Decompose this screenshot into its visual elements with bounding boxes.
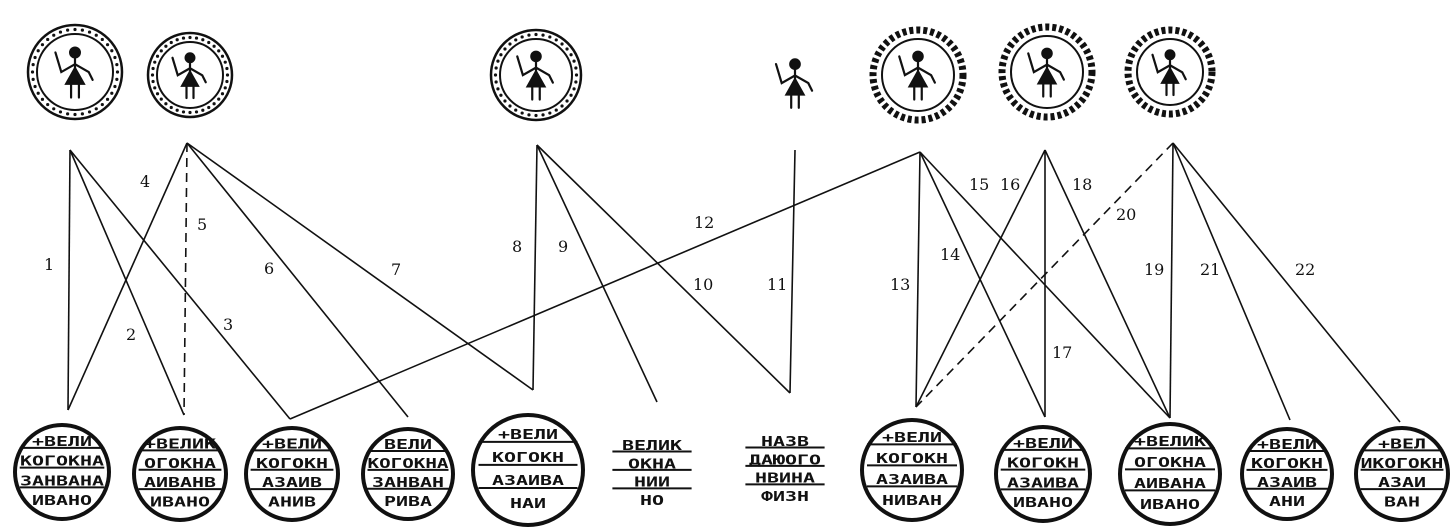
connection-label-5: 5 <box>197 215 207 234</box>
connection-line-9 <box>537 145 657 402</box>
connection-label-1: 1 <box>44 255 54 274</box>
seal-legend-line: НИВАН <box>882 494 942 509</box>
connection-line-4 <box>68 143 187 410</box>
seal-legend-line: АНИ <box>1269 495 1305 510</box>
seal-legend-line: ФИЗН <box>761 490 809 505</box>
seal-legend-line: КОГОКН <box>492 451 564 466</box>
top-seal-t4 <box>776 59 812 107</box>
top-seal-row <box>28 25 1212 120</box>
bottom-seal-b5: +ВЕЛИ КОГОКН АЗАИВА НАИ <box>473 415 583 525</box>
connection-label-17: 17 <box>1052 343 1072 362</box>
top-seal-t3 <box>491 30 581 120</box>
seal-legend-line: +ВЕЛИ <box>498 428 558 443</box>
seal-legend-line: ИВАНО <box>32 494 92 509</box>
connection-line-8 <box>533 145 537 390</box>
top-seal-t7 <box>1128 30 1212 114</box>
connection-label-22: 22 <box>1295 260 1315 279</box>
connection-lines <box>68 143 1400 422</box>
connection-line-1 <box>68 150 70 410</box>
connection-label-9: 9 <box>558 237 568 256</box>
top-seal-t6 <box>1002 27 1092 117</box>
seal-legend-line: АЗАИВА <box>492 474 564 489</box>
connection-line-10 <box>537 145 790 393</box>
connection-line-18 <box>1045 150 1170 418</box>
connection-label-4: 4 <box>140 172 150 191</box>
connection-label-12: 12 <box>694 213 714 232</box>
seal-legend-line: РИВА <box>384 495 432 510</box>
connection-label-13: 13 <box>890 275 910 294</box>
bottom-seal-row: +ВЕЛИКОГОКНАЗАНВАНАИВАНО +ВЕЛИКОГОКНААИВА… <box>15 415 1448 525</box>
connection-label-10: 10 <box>693 275 713 294</box>
bottom-seal-b11: +ВЕЛИКОГОКНАЗАИВАНИ <box>1242 429 1332 519</box>
connection-line-22 <box>1173 143 1400 422</box>
connection-line-7 <box>187 143 533 390</box>
seal-legend-line: АНИВ <box>268 495 316 510</box>
connection-line-21 <box>1173 143 1290 420</box>
connection-label-6: 6 <box>264 259 274 278</box>
connection-line-12 <box>290 152 920 419</box>
connection-label-11: 11 <box>767 275 787 294</box>
connection-line-13 <box>916 152 920 407</box>
connection-label-16: 16 <box>1000 175 1020 194</box>
connection-line-11 <box>790 150 795 393</box>
connection-line-3 <box>70 150 290 419</box>
connection-label-18: 18 <box>1072 175 1092 194</box>
seal-legend-line: НО <box>640 494 664 509</box>
seal-legend-line: ВАН <box>1384 495 1420 510</box>
connection-label-21: 21 <box>1200 260 1220 279</box>
seal-legend-line: НАИ <box>510 497 546 512</box>
connection-label-19: 19 <box>1144 260 1164 279</box>
connection-label-2: 2 <box>126 325 136 344</box>
top-seal-t5 <box>873 30 963 120</box>
connection-label-15: 15 <box>969 175 989 194</box>
seal-legend-line: ИВАНО <box>1013 496 1073 511</box>
seal-legend-line: ИВАНО <box>1140 498 1200 513</box>
top-seal-t2 <box>148 33 232 117</box>
connection-label-20: 20 <box>1116 205 1136 224</box>
top-seal-t1 <box>28 25 122 119</box>
connection-label-7: 7 <box>391 260 401 279</box>
connection-line-6 <box>187 143 408 417</box>
connection-line-5 <box>184 143 187 415</box>
connection-label-8: 8 <box>512 237 522 256</box>
connection-line-19 <box>1170 143 1173 418</box>
connection-label-3: 3 <box>223 315 233 334</box>
seal-legend-line: ИВАНО <box>150 495 210 510</box>
connection-label-14: 14 <box>940 245 960 264</box>
